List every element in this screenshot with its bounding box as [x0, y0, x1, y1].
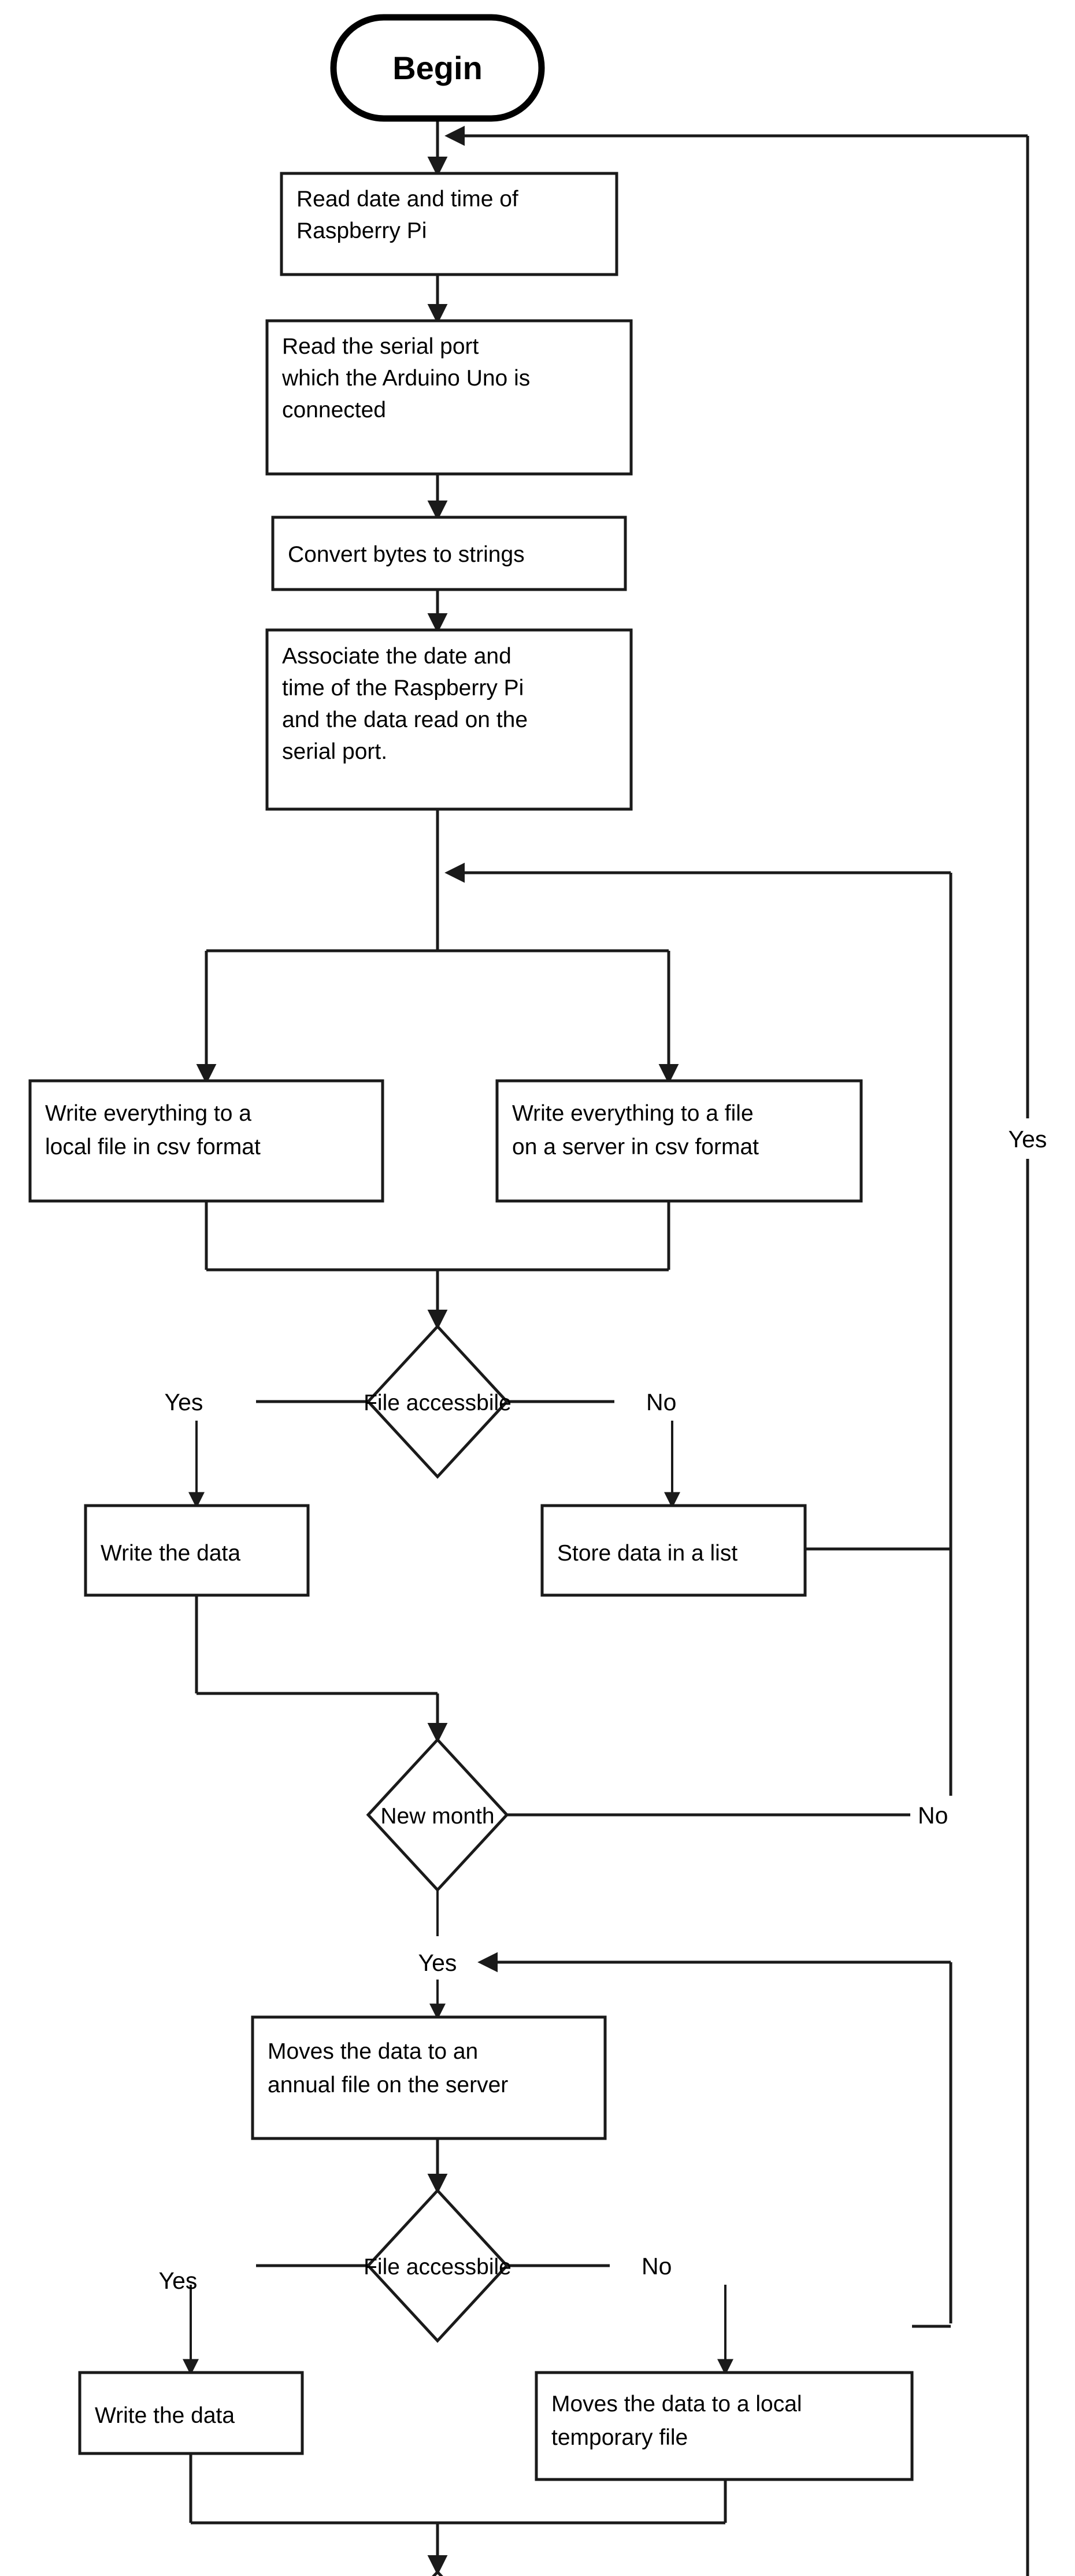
node-convert-bytes[interactable]: Convert bytes to strings — [271, 516, 627, 591]
node-store-list-label: Store data in a list — [557, 1541, 737, 1566]
node-moves-annual-line1: Moves the data to an — [268, 2039, 478, 2064]
edge-label-decision1-yes: Yes — [165, 1389, 203, 1415]
node-write-data-2-label: Write the data — [95, 2403, 235, 2428]
edge-label-decision2-no: No — [642, 2253, 672, 2280]
node-write-data-1-label: Write the data — [101, 1541, 240, 1566]
node-read-datetime[interactable]: Read date and time of Raspberry Pi — [280, 172, 618, 276]
node-write-local-line1: Write everything to a — [45, 1101, 251, 1126]
node-read-serial[interactable]: Read the serial port which the Arduino U… — [265, 319, 633, 476]
node-begin[interactable]: Begin — [330, 14, 545, 122]
node-moves-temp-line1: Moves the data to a local — [551, 2392, 802, 2416]
node-read-serial-line1: Read the serial port — [282, 334, 479, 359]
node-read-serial-line2: which the Arduino Uno is — [281, 366, 530, 391]
edge-label-outer-yes: Yes — [1009, 1126, 1047, 1152]
node-write-server-line2: on a server in csv format — [512, 1135, 759, 1159]
node-file-accessible-1-label: File accessbile — [364, 1391, 511, 1415]
node-file-accessible-2[interactable]: File accessbile — [364, 2188, 511, 2343]
node-moves-annual-line2: annual file on the server — [268, 2073, 508, 2097]
node-associate-line4: serial port. — [282, 739, 387, 764]
node-moves-annual[interactable]: Moves the data to an annual file on the … — [251, 2015, 607, 2140]
node-moves-temp-line2: temporary file — [551, 2425, 688, 2450]
node-associate[interactable]: Associate the date and time of the Raspb… — [265, 628, 633, 811]
node-store-list[interactable]: Store data in a list — [540, 1504, 807, 1597]
edge-label-newmonth-no: No — [918, 1802, 948, 1829]
node-convert-bytes-label: Convert bytes to strings — [288, 542, 525, 567]
node-begin-label: Begin — [392, 50, 483, 86]
node-write-server[interactable]: Write everything to a file on a server i… — [495, 1079, 863, 1203]
node-write-local-line2: local file in csv format — [45, 1135, 261, 1159]
edge-label-decision2-yes: Yes — [159, 2267, 198, 2294]
node-read-datetime-line1: Read date and time of — [296, 187, 518, 212]
node-write-server-line1: Write everything to a file — [512, 1101, 754, 1126]
node-associate-line1: Associate the date and — [282, 644, 511, 669]
node-write-data-1[interactable]: Write the data — [84, 1504, 310, 1597]
edge-label-decision1-no: No — [646, 1389, 676, 1415]
node-write-data-2[interactable]: Write the data — [78, 2371, 304, 2455]
node-file-accessible-1[interactable]: File accessbile — [364, 1324, 511, 1479]
node-read-serial-line3: connected — [282, 398, 386, 422]
node-new-month-label: New month — [380, 1804, 494, 1829]
node-new-month[interactable]: New month — [366, 1737, 509, 1892]
node-moves-temp[interactable]: Moves the data to a local temporary file — [535, 2371, 914, 2481]
node-file-accessible-2-label: File accessbile — [364, 2255, 511, 2280]
node-associate-line3: and the data read on the — [282, 707, 528, 732]
edge-label-newmonth-yes: Yes — [418, 1949, 457, 1976]
node-raspberry-on[interactable]: Raspberry Pi On — [354, 2570, 521, 2576]
node-read-datetime-line2: Raspberry Pi — [296, 218, 427, 243]
node-write-local[interactable]: Write everything to a local file in csv … — [28, 1079, 384, 1203]
node-associate-line2: time of the Raspberry Pi — [282, 676, 524, 700]
